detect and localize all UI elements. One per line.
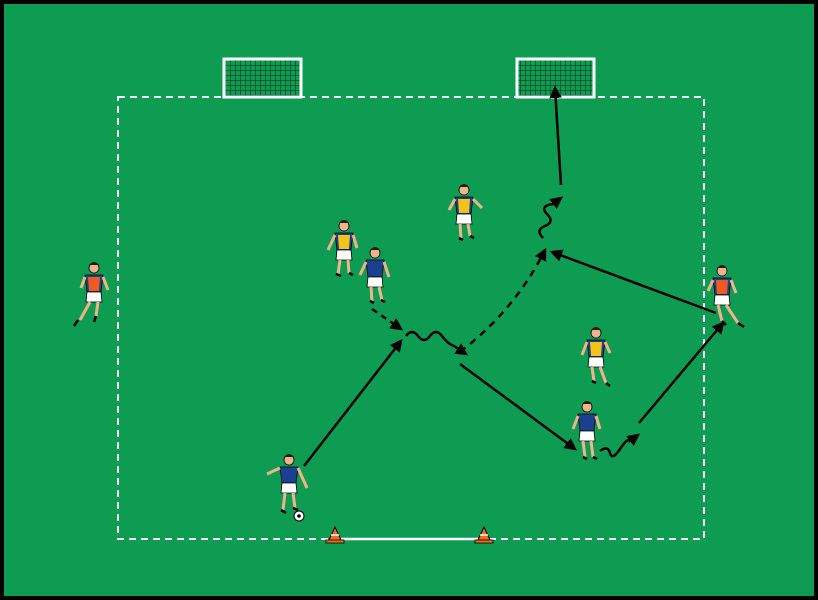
movement-arrows (303, 85, 725, 467)
players (72, 184, 745, 522)
player-ball-carrier (266, 454, 309, 515)
dribble-1 (405, 330, 469, 356)
player-yellow-top (447, 184, 484, 242)
pass-2 (459, 247, 547, 353)
player-yellow-right (580, 327, 612, 387)
field-boundary (117, 96, 705, 541)
dribble-2 (599, 433, 640, 458)
pass-1 (303, 339, 403, 467)
dribble-3 (538, 196, 563, 239)
player-orange-left-support (72, 262, 110, 327)
right-mini-goal (515, 57, 596, 99)
ball (293, 510, 305, 522)
player-blue-midfield (358, 247, 391, 305)
player-orange-right-support (706, 265, 745, 329)
run-1 (371, 307, 404, 331)
player-yellow-left (326, 220, 359, 278)
pass-4 (638, 321, 725, 424)
pass-3 (459, 362, 578, 451)
player-blue-right (571, 401, 602, 461)
cone-right (474, 525, 494, 544)
left-mini-goal (222, 57, 303, 99)
shot (549, 85, 563, 186)
run-2 (549, 249, 717, 315)
cone-left (325, 525, 345, 544)
